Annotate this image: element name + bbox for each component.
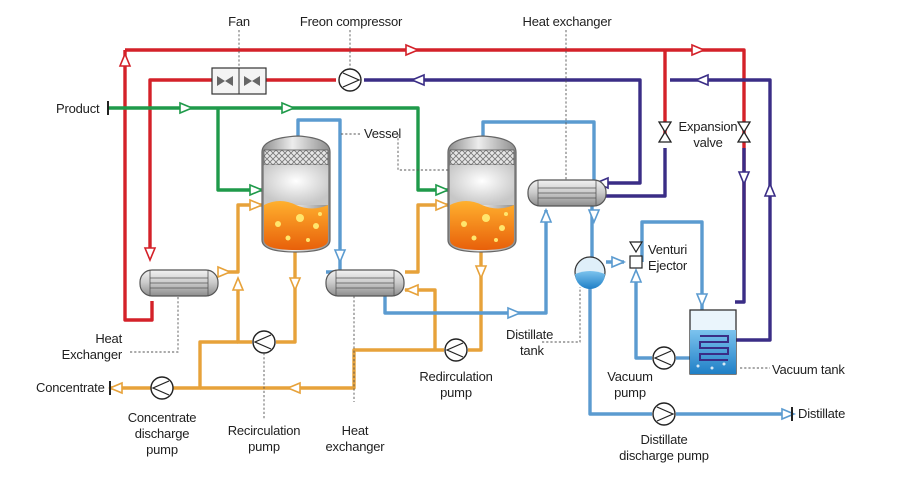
freon-compressor-pump-icon (338, 68, 362, 92)
vacuum-tank-label: Vacuum tank (772, 362, 845, 377)
recirc-pump-left-label-1: Recirculation (228, 423, 301, 438)
vessel-right (447, 135, 517, 253)
venturi-ejector-icon (628, 241, 644, 269)
leader-lines (130, 30, 770, 420)
heat-exchanger-left-label-1: Heat (95, 331, 122, 346)
product-label: Product (56, 101, 100, 116)
expansion-label-2: valve (693, 135, 722, 150)
recirculation-pump-left-icon (252, 330, 276, 354)
heat-exchanger-top-right (527, 179, 607, 207)
distillate-pump-label-1: Distillate (640, 432, 687, 447)
concentrate-pump-icon (150, 376, 174, 400)
heat-exchanger-left-label-2: Exchanger (62, 347, 123, 362)
heat-exchanger-top-label: Heat exchanger (523, 14, 613, 29)
distillate-tank-label-2: tank (520, 343, 544, 358)
vessel-label: Vessel (364, 126, 401, 141)
vacuum-tank (689, 309, 737, 375)
product-lines (108, 106, 448, 192)
freon-compressor-label: Freon compressor (300, 14, 403, 29)
distillate-label: Distillate (798, 406, 845, 421)
venturi-label-1: Venturi (648, 242, 687, 257)
fan-label: Fan (228, 14, 250, 29)
distillate-pump-label-2: discharge pump (619, 448, 709, 463)
concentrate-pump-label-1: Concentrate (128, 410, 197, 425)
labels: Fan Freon compressor Heat exchanger Prod… (36, 14, 846, 463)
cold-freon-lines (364, 78, 772, 342)
heat-exchanger-middle (325, 269, 405, 297)
expansion-valve-1-icon (657, 121, 673, 143)
vacuum-pump-label-1: Vacuum (607, 369, 653, 384)
recirc-pump-right-label-1: Redirculation (419, 369, 492, 384)
vacuum-pump-icon (652, 346, 676, 370)
distillate-tank (574, 256, 606, 289)
vessel-left (261, 135, 331, 253)
heat-exchanger-mid-label-2: exchanger (326, 439, 386, 454)
expansion-valve-2-icon (736, 121, 752, 143)
vacuum-pump-label-2: pump (614, 385, 646, 400)
vapor-lines (296, 118, 790, 416)
distillate-tank-label-1: Distillate (506, 327, 553, 342)
flow-arrows (107, 43, 797, 421)
fan-unit (211, 67, 267, 95)
concentrate-pump-label-2: discharge (135, 426, 190, 441)
recirc-pump-right-label-2: pump (440, 385, 472, 400)
fan-blade-icon (217, 76, 260, 86)
venturi-label-2: Ejector (648, 258, 688, 273)
recirc-pump-left-label-2: pump (248, 439, 280, 454)
concentrate-label: Concentrate (36, 380, 105, 395)
distillate-pump-icon (652, 402, 676, 426)
recirculation-pump-right-icon (444, 338, 468, 362)
expansion-label-1: Expansion (679, 119, 738, 134)
heat-exchanger-left (139, 269, 219, 297)
heat-exchanger-mid-label-1: Heat (342, 423, 369, 438)
concentrate-pump-label-3: pump (146, 442, 178, 457)
